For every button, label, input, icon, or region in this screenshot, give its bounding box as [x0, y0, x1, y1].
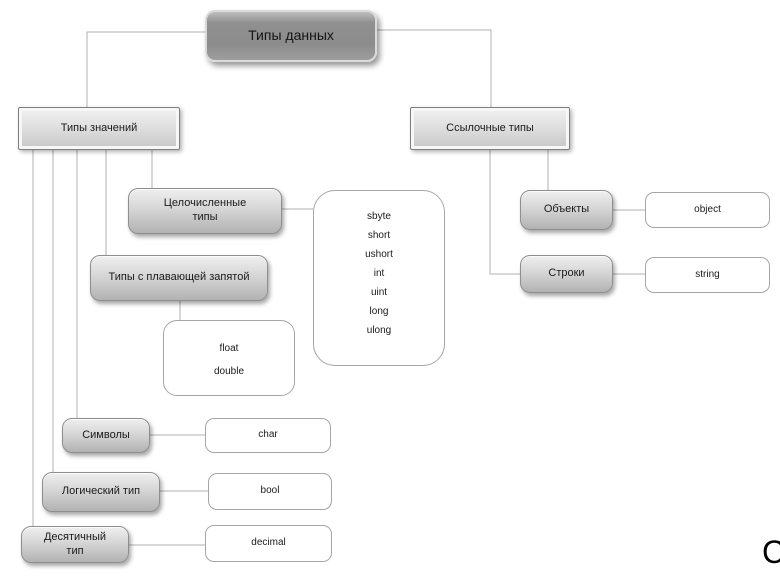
member-short: short: [367, 230, 391, 241]
leaf-decimal: decimal: [205, 525, 332, 562]
node-reference-types: Ссылочные типы: [410, 107, 570, 150]
leaf-integer-members: sbyte short ushort int uint long ulong: [313, 190, 445, 366]
node-data-types: Типы данных: [205, 10, 377, 62]
node-integer-types: Целочисленные типы: [128, 188, 282, 234]
member-ulong: ulong: [366, 325, 392, 336]
corner-text-fragment: C: [762, 534, 780, 570]
node-objects: Объекты: [520, 190, 613, 230]
leaf-object: object: [645, 192, 770, 228]
node-boolean-type: Логический тип: [42, 472, 160, 512]
leaf-bool: bool: [208, 473, 332, 510]
node-decimal-type: Десятичный тип: [21, 526, 129, 563]
leaf-float-members: float double: [163, 320, 295, 396]
member-int: int: [373, 268, 385, 279]
member-uint: uint: [370, 287, 388, 298]
node-characters: Символы: [62, 418, 150, 453]
member-double: double: [213, 366, 245, 377]
member-ushort: ushort: [365, 249, 393, 260]
member-sbyte: sbyte: [367, 211, 391, 222]
leaf-string: string: [645, 257, 770, 293]
member-long: long: [369, 306, 389, 317]
node-value-types: Типы значений: [18, 107, 180, 150]
leaf-char: char: [205, 418, 331, 453]
node-floating-point-types: Типы с плавающей запятой: [90, 255, 268, 301]
node-strings: Строки: [520, 255, 613, 293]
member-float: float: [219, 343, 239, 354]
